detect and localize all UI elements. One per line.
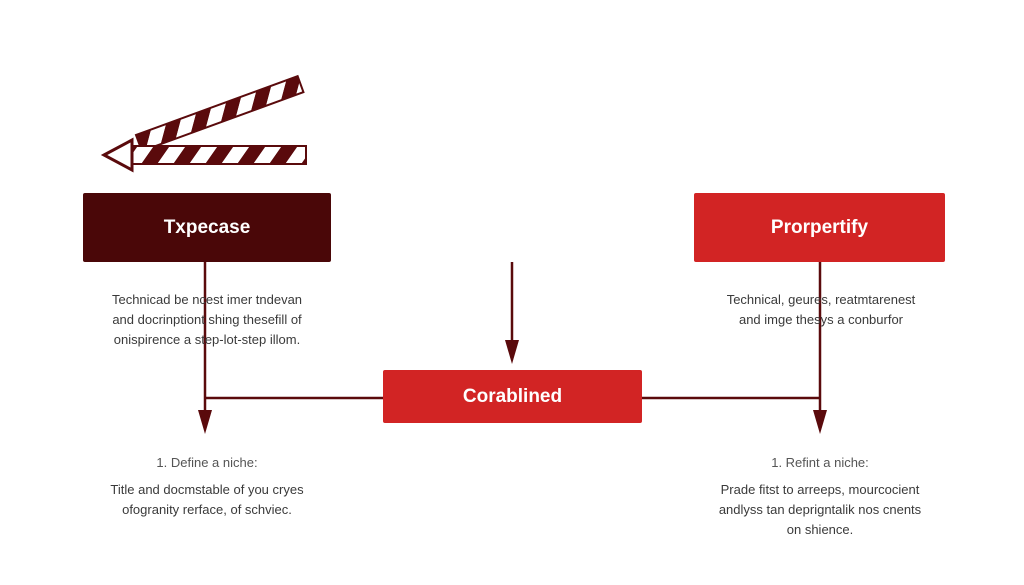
step-detail-right-line: andlyss tan deprigntalik nos cnents xyxy=(718,502,922,517)
center-arrowhead xyxy=(505,340,519,364)
step-title-right-text: 1. Refint a niche: xyxy=(771,455,869,470)
node-box-right: Prorpertify xyxy=(694,193,945,262)
description-left-line: and docrinptiont shing thesefill of xyxy=(112,312,302,327)
description-left: Technicad be ncest imer tndevan and docr… xyxy=(92,290,322,350)
right-arrowhead xyxy=(813,410,827,434)
description-right: Technical, geures, reatmtarenest and img… xyxy=(706,290,936,330)
connector-lines xyxy=(203,262,822,425)
node-box-left: Txpecase xyxy=(83,193,331,262)
node-label-left: Txpecase xyxy=(163,216,251,238)
description-left-line: onispirence a step-lot-step illom. xyxy=(113,332,301,347)
step-detail-right-line: on shience. xyxy=(786,522,854,537)
step-title-left-text: 1. Define a niche: xyxy=(156,455,258,470)
step-detail-right: Prade fitst to arreeps, mourcocient andl… xyxy=(690,480,950,540)
node-box-center: Corablined xyxy=(383,370,642,423)
node-label-right: Prorpertify xyxy=(770,216,869,238)
step-detail-right-line: Prade fitst to arreeps, mourcocient xyxy=(720,482,920,497)
description-right-line: Technical, geures, reatmtarenest xyxy=(726,292,916,307)
step-detail-left: Title and docmstable of you cryes ofogra… xyxy=(82,480,332,520)
left-arrowhead xyxy=(198,410,212,434)
description-left-line: Technicad be ncest imer tndevan xyxy=(111,292,303,307)
description-right-line: and imge thesys a conburfor xyxy=(738,312,904,327)
step-title-left: 1. Define a niche: xyxy=(92,453,322,473)
arrowheads xyxy=(198,340,827,434)
step-detail-left-line: ofogranity rerface, of schviec. xyxy=(122,502,292,517)
clapperboard-icon xyxy=(100,74,307,173)
step-detail-left-line: Title and docmstable of you cryes xyxy=(110,482,304,497)
step-title-right: 1. Refint a niche: xyxy=(705,453,935,473)
node-label-center: Corablined xyxy=(462,385,563,407)
